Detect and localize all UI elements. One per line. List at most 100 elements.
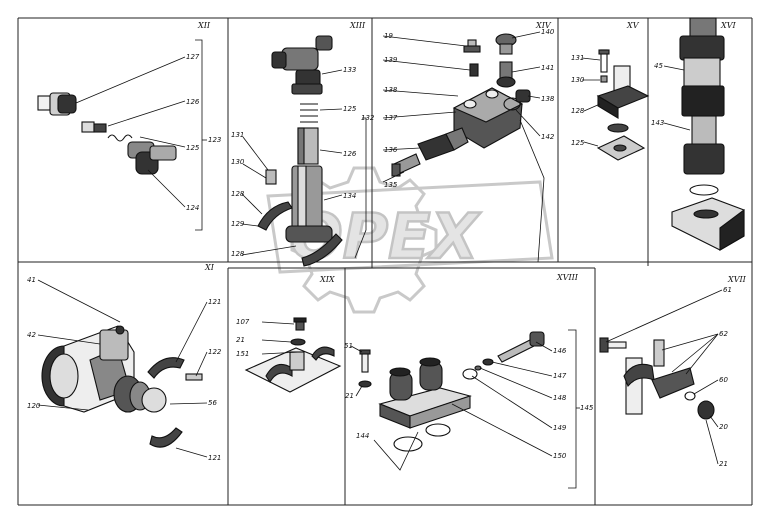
part-label: 21 <box>345 392 354 400</box>
part-label: 120 <box>27 402 41 410</box>
part-21 <box>358 380 372 388</box>
panel-frames <box>17 17 753 506</box>
part-62 <box>623 339 695 415</box>
part-131 <box>598 49 610 73</box>
part-139 <box>469 63 479 77</box>
part-125 <box>300 103 318 123</box>
part-label: 126 <box>186 98 200 106</box>
part-label: 138 <box>541 95 555 103</box>
panel-xviii: XVIII <box>344 273 594 489</box>
part-label: 129 <box>231 220 245 228</box>
part-label: 142 <box>541 133 555 141</box>
part-label: 134 <box>343 192 356 200</box>
panel-numeral: XIX <box>319 275 335 284</box>
part-151 <box>244 346 342 393</box>
part-label: 131 <box>571 54 584 62</box>
part-label: 147 <box>553 372 567 380</box>
part-label: 42 <box>27 331 36 339</box>
part-label: 133 <box>343 66 356 74</box>
part-134 <box>285 165 333 243</box>
part-143 <box>681 85 725 175</box>
part-144 <box>393 423 451 452</box>
part-label: 128 <box>231 250 245 258</box>
part-130 <box>600 75 608 83</box>
part-label: 127 <box>186 53 200 61</box>
part-141 <box>496 61 516 88</box>
part-125 <box>107 134 133 142</box>
part-label: 125 <box>571 139 585 147</box>
panel-numeral: XVI <box>720 21 736 30</box>
part-142 <box>503 97 521 111</box>
panel-numeral: XI <box>204 263 215 272</box>
part-label: 137 <box>384 114 398 122</box>
part-label: 41 <box>27 276 36 284</box>
panel-numeral: XVII <box>727 275 747 284</box>
part-label: 148 <box>553 394 567 402</box>
panel-xiv: XIV <box>382 21 555 263</box>
part-130 <box>265 169 277 185</box>
part-label: 21 <box>719 460 728 468</box>
part-label: 60 <box>719 376 728 384</box>
part-label: 20 <box>719 423 728 431</box>
part-label: 62 <box>719 330 728 338</box>
part-label: 61 <box>723 286 732 294</box>
part-label: 136 <box>384 146 398 154</box>
panel-xvii: XVII 61 62 60 20 21 <box>599 275 747 468</box>
part-label: 150 <box>553 452 567 460</box>
part-136 <box>417 127 469 161</box>
part-60 <box>684 391 696 401</box>
part-label: 56 <box>208 399 217 407</box>
part-label: 144 <box>356 432 369 440</box>
part-label: 51 <box>344 342 353 350</box>
part-label: 45 <box>654 62 663 70</box>
part-label: 122 <box>208 348 222 356</box>
panel-xi: XI 41 121 42 12 <box>27 263 222 462</box>
part-126 <box>297 127 319 165</box>
part-124 <box>127 141 177 175</box>
part-56 <box>113 375 167 413</box>
panel-xvi: XVI 45 143 <box>651 17 745 251</box>
part-140 <box>495 33 517 55</box>
part-label: 151 <box>236 350 249 358</box>
part-label: 126 <box>343 150 357 158</box>
part-137 <box>452 87 524 149</box>
part-20 <box>697 400 715 420</box>
part-label: 145 <box>580 404 594 412</box>
part-label: 21 <box>236 336 245 344</box>
part-label: 149 <box>553 424 567 432</box>
part-61 <box>599 337 627 353</box>
part-label: 143 <box>651 119 664 127</box>
part-label: 125 <box>186 144 200 152</box>
part-label: 138 <box>384 86 398 94</box>
panel-xix: XIX 107 21 151 <box>236 275 342 393</box>
part-45 <box>679 17 725 87</box>
panel-numeral: XV <box>626 21 640 30</box>
part-label: 132 <box>361 114 375 122</box>
part-label: 107 <box>236 318 250 326</box>
panel-numeral: XIII <box>349 21 366 30</box>
part-label: 130 <box>571 76 585 84</box>
part-127 <box>37 92 77 116</box>
part-126 <box>81 121 107 133</box>
part-label: 131 <box>231 131 244 139</box>
part-base <box>671 184 745 251</box>
panel-numeral: XII <box>197 21 211 30</box>
part-125 <box>596 123 646 161</box>
part-19 <box>463 39 481 53</box>
part-21 <box>290 338 306 346</box>
part-label: 141 <box>541 64 554 72</box>
part-135 <box>391 153 421 177</box>
part-label: 146 <box>553 347 567 355</box>
panel-xii-top: XII 127 126 125 123 124 <box>37 21 221 231</box>
part-label: 121 <box>208 298 221 306</box>
part-122 <box>185 373 203 381</box>
panel-numeral: XIV <box>535 21 552 30</box>
part-label: 124 <box>186 204 199 212</box>
part-label: 135 <box>384 181 398 189</box>
part-146 <box>497 331 545 363</box>
part-42 <box>99 325 129 361</box>
part-label: 139 <box>384 56 398 64</box>
part-51 <box>359 349 371 373</box>
part-138 <box>515 89 531 103</box>
